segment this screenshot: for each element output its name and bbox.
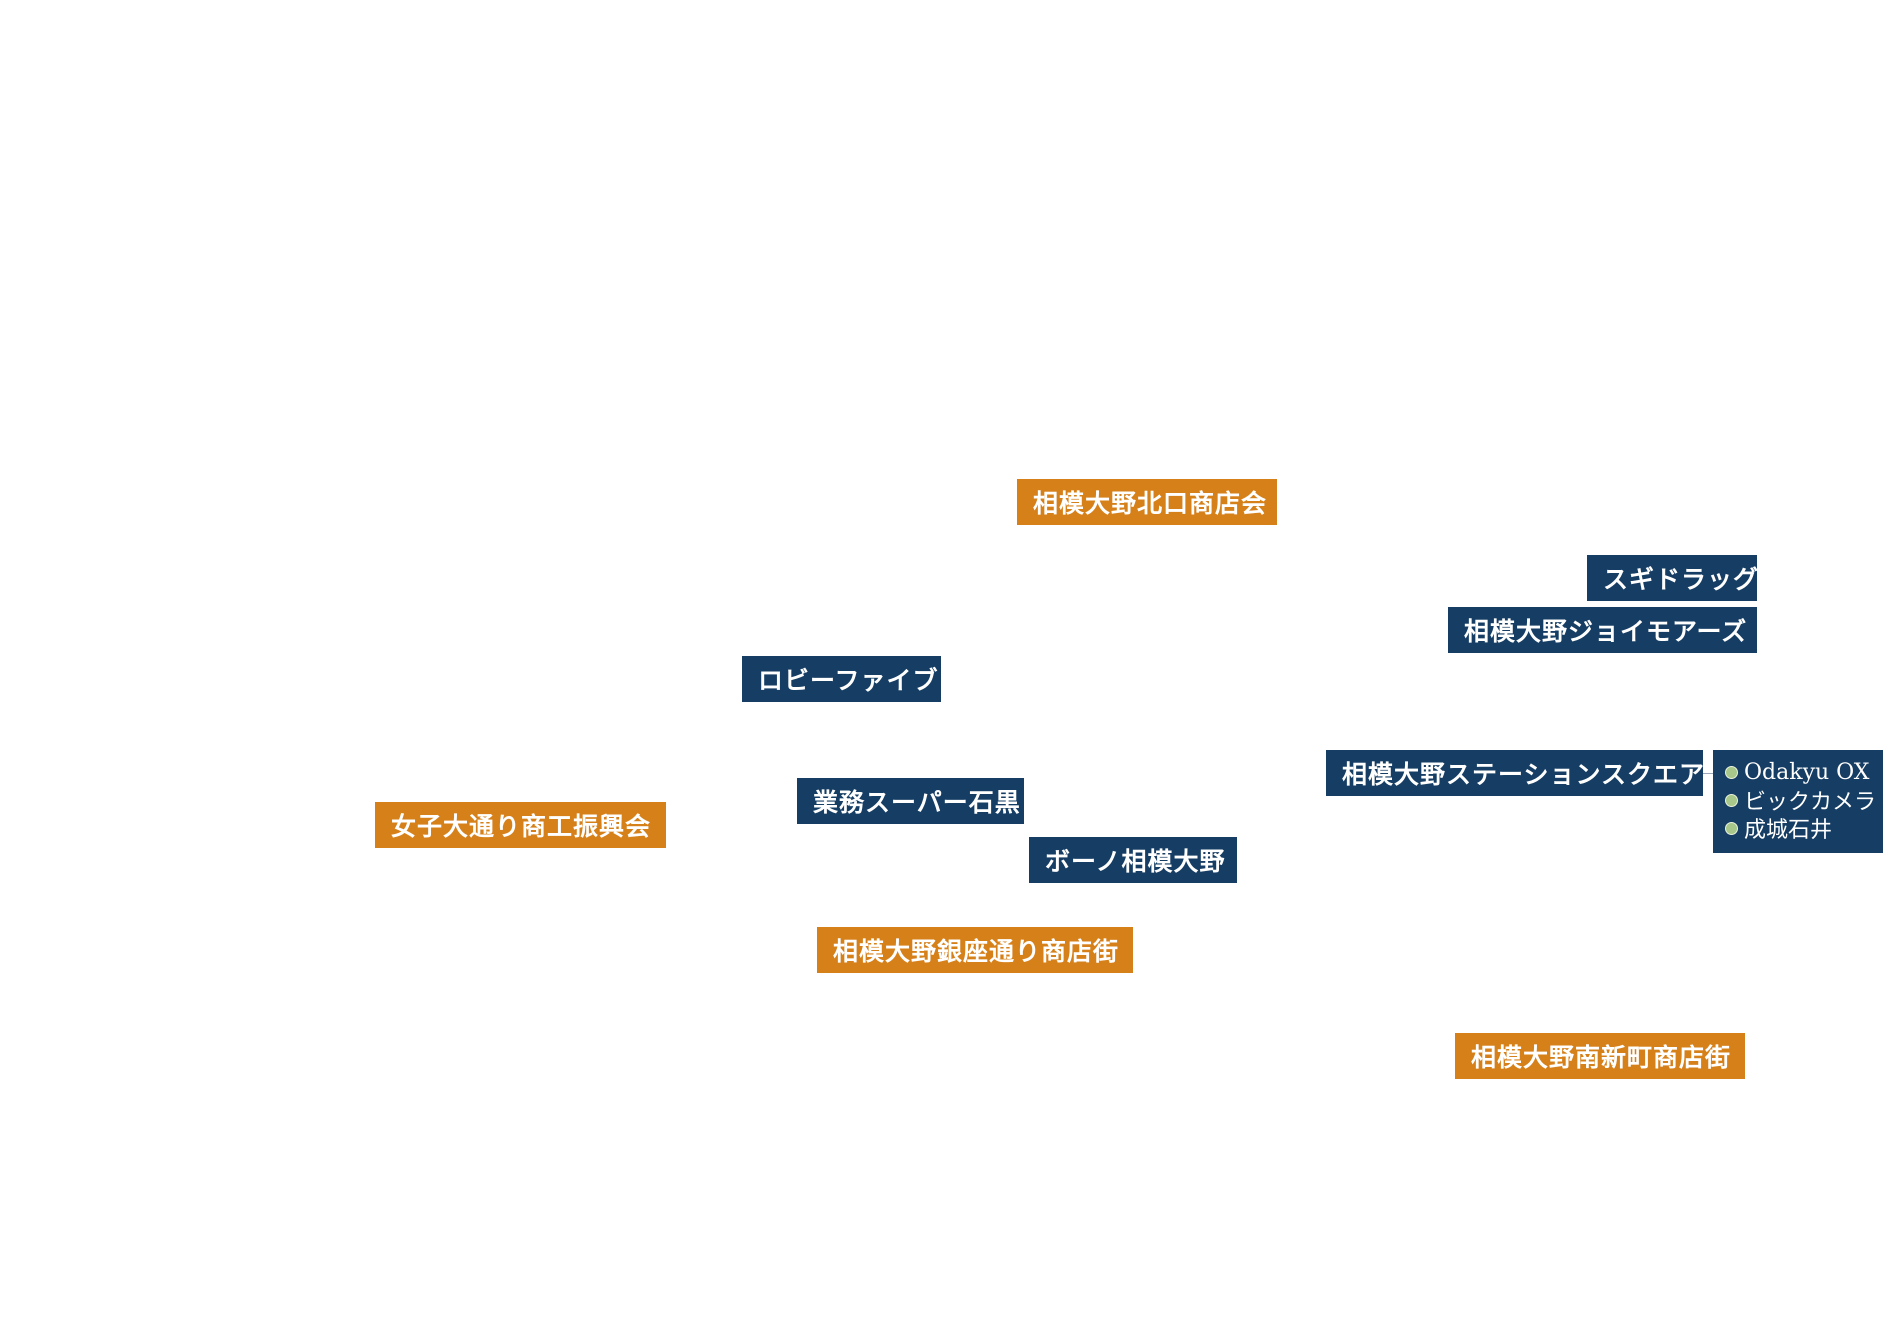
label-sagamiono-station-square[interactable]: 相模大野ステーションスクエア [1326, 750, 1704, 796]
label-joshidai-dori-shoko-shinkokai[interactable]: 女子大通り商工振興会 [375, 802, 666, 848]
label-lobby-five[interactable]: ロビーファイブ [742, 656, 941, 702]
station-square-tenant-list: Odakyu OX ビックカメラ 成城石井 [1713, 750, 1883, 853]
tenant-item-bic-camera[interactable]: ビックカメラ [1725, 786, 1877, 815]
label-sagamiono-minami-shinmachi-shotengai[interactable]: 相模大野南新町商店街 [1455, 1033, 1745, 1079]
label-sagamiono-ginza-dori-shotengai[interactable]: 相模大野銀座通り商店街 [817, 927, 1133, 973]
bullet-icon [1725, 821, 1738, 835]
label-bono-sagamiono[interactable]: ボーノ相模大野 [1029, 837, 1237, 883]
label-sagamiono-kitaguchi-shotenkai[interactable]: 相模大野北口商店会 [1017, 479, 1277, 525]
bullet-icon [1725, 793, 1738, 807]
label-sagamiono-joy-mores[interactable]: 相模大野ジョイモアーズ [1448, 607, 1757, 653]
tenant-connector-line [1703, 773, 1713, 774]
tenant-item-odakyu-ox[interactable]: Odakyu OX [1725, 758, 1875, 786]
tenant-label: ビックカメラ [1744, 790, 1877, 815]
bullet-icon [1725, 765, 1738, 779]
tenant-label: 成城石井 [1744, 818, 1833, 843]
label-gyomu-super-ishiguro[interactable]: 業務スーパー石黒 [797, 778, 1024, 824]
tenant-label: Odakyu OX [1744, 759, 1870, 785]
label-sugi-drug[interactable]: スギドラッグ [1587, 555, 1758, 601]
tenant-item-seijo-ishii[interactable]: 成城石井 [1725, 814, 1875, 843]
